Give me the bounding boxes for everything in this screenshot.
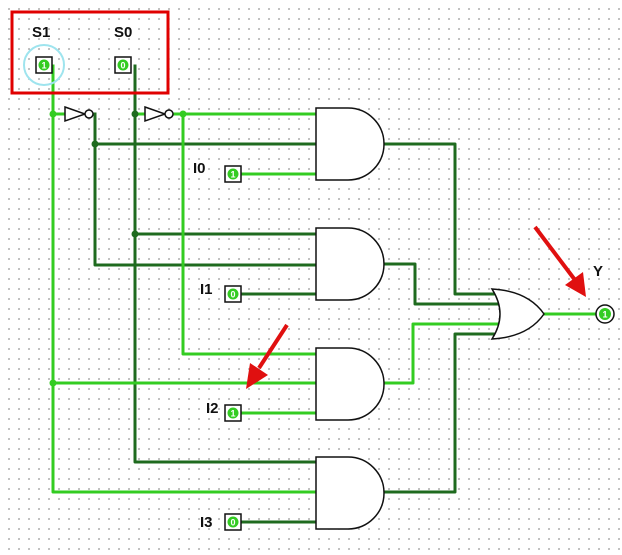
select-pin-s1[interactable]: 1 xyxy=(23,44,65,86)
wire-and3-out xyxy=(382,332,499,494)
select-pin-s0-value: 0 xyxy=(120,61,125,71)
input-label-i3: I3 xyxy=(200,514,213,531)
input-pin-i2[interactable]: 1 xyxy=(224,404,242,422)
output-label-y: Y xyxy=(593,263,603,280)
input-pin-i1-value: 0 xyxy=(230,290,235,300)
input-pin-i1[interactable]: 0 xyxy=(224,285,242,303)
and-gate-1[interactable] xyxy=(315,227,385,301)
or-gate[interactable] xyxy=(490,288,545,340)
input-pin-i2-value: 1 xyxy=(230,409,235,419)
input-label-i1: I1 xyxy=(200,281,213,298)
not-gate-s0[interactable] xyxy=(144,105,174,123)
wire-nots1 xyxy=(93,112,318,267)
wire-s0-trunk xyxy=(133,64,318,464)
and-gate-0[interactable] xyxy=(315,107,385,181)
output-pin-y[interactable]: 1 xyxy=(595,304,615,324)
wire-and0-out xyxy=(382,142,499,296)
wire-and2-out xyxy=(382,322,499,385)
input-label-i0: I0 xyxy=(193,160,206,177)
select-pin-s0[interactable]: 0 xyxy=(114,56,132,74)
wire-nots0-down xyxy=(181,112,318,356)
arrow-to-output-icon xyxy=(533,225,586,297)
input-pin-i0[interactable]: 1 xyxy=(224,165,242,183)
input-label-i2: I2 xyxy=(206,400,219,417)
wire-s1-trunk xyxy=(51,64,318,494)
and-gate-3[interactable] xyxy=(315,456,385,530)
output-pin-y-value: 1 xyxy=(602,310,607,320)
select-label-s1: S1 xyxy=(32,24,50,41)
input-pin-i0-value: 1 xyxy=(230,170,235,180)
wire-and1-out xyxy=(382,262,499,306)
wire-junctions xyxy=(49,110,187,387)
wires-on xyxy=(51,64,597,494)
selection-ring xyxy=(23,44,65,86)
input-pin-i3[interactable]: 0 xyxy=(224,513,242,531)
not-gate-s1[interactable] xyxy=(64,105,94,123)
input-pin-i3-value: 0 xyxy=(230,518,235,528)
arrow-to-i2-icon xyxy=(246,323,289,389)
and-gate-2[interactable] xyxy=(315,347,385,421)
wires-off xyxy=(93,64,499,524)
select-pin-s1-value: 1 xyxy=(41,61,46,71)
highlight-box xyxy=(10,10,170,95)
select-label-s0: S0 xyxy=(114,24,132,41)
